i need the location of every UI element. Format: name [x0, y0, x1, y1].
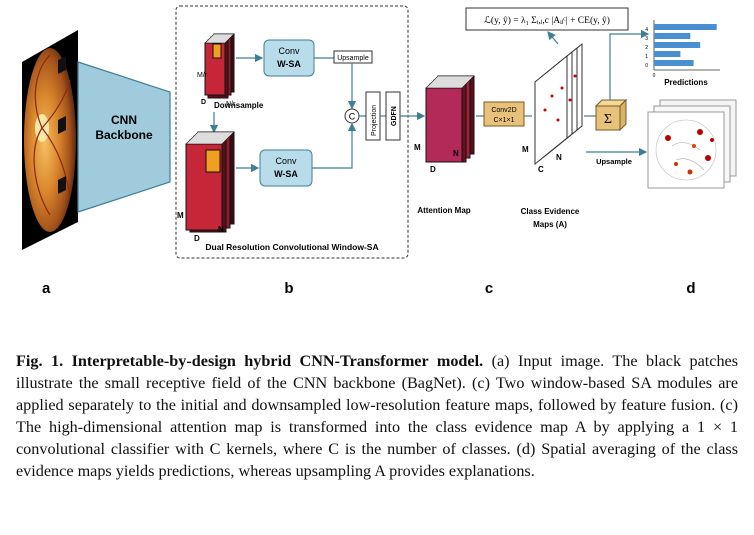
dim-m-small: M/r — [197, 72, 208, 79]
class-evidence-stack — [534, 42, 583, 166]
evidence-dim-n: N — [556, 153, 562, 162]
downsample-label: Downsample — [214, 101, 264, 110]
conv-wsa-bottom-label-2: W-SA — [274, 169, 298, 179]
bar-tick-4: 4 — [645, 27, 648, 33]
conv-wsa-top-label-2: W-SA — [277, 59, 301, 69]
bar-tick-2: 2 — [645, 45, 648, 51]
prediction-bar — [654, 42, 701, 48]
panel-letter-a: a — [42, 280, 51, 297]
conv2d-block — [483, 101, 525, 127]
attn-dim-d: D — [430, 165, 436, 174]
panel-letter-c: c — [485, 280, 493, 297]
loss-formula: ℒ(y, ŷ) = λ₁ Σᵢ,ⱼ,c |Aᵢⱼᶜ| + CE(y, ŷ) — [484, 15, 610, 26]
attn-dim-m: M — [414, 143, 421, 152]
sum-symbol: Σ — [604, 112, 612, 127]
prediction-bar — [654, 33, 691, 39]
caption-title: Interpretable-by-design hybrid CNN-Trans… — [71, 352, 484, 370]
evidence-label-1: Class Evidence — [521, 207, 580, 216]
panel-letter-b: b — [284, 280, 293, 297]
dim-n-large: N — [218, 225, 224, 234]
attention-map-stack — [425, 75, 475, 163]
bar-tick-3: 3 — [645, 36, 648, 42]
panel-letter-d: d — [686, 280, 695, 297]
conv2d-label-1: Conv2D — [491, 107, 516, 114]
dim-d-small: D — [201, 99, 206, 106]
evidence-label-2: Maps (A) — [533, 220, 567, 229]
prediction-bar — [654, 51, 681, 57]
attention-map-label: Attention Map — [417, 206, 470, 215]
dual-resolution-title: Dual Resolution Convolutional Window-SA — [205, 242, 378, 252]
architecture-figure: a CNN Backbone Dual Resolution Convoluti… — [22, 5, 737, 297]
predictions-bar-chart: 4 3 2 1 0 0 — [645, 20, 720, 79]
upsample-label-b: Upsample — [337, 55, 369, 62]
upsample-label-c: Upsample — [596, 157, 632, 166]
downsampled-feature-stack — [204, 33, 235, 99]
caption-text: (a) Input image. The black patches illus… — [16, 352, 739, 480]
dual-resolution-box — [175, 5, 409, 259]
evidence-dim-m: M — [522, 145, 529, 154]
receptive-patch-1 — [58, 56, 66, 74]
backbone-label-2: Backbone — [95, 128, 153, 142]
receptive-patch-2 — [58, 116, 66, 134]
gdfn-label: GDFN — [391, 106, 398, 126]
conv-wsa-top-label-1: Conv — [278, 46, 300, 56]
bar-tick-1: 1 — [645, 54, 648, 60]
full-resolution-feature-stack — [185, 131, 235, 233]
attn-dim-n: N — [453, 149, 459, 158]
upsample-box-b — [333, 50, 373, 64]
receptive-patch-3 — [58, 176, 66, 194]
evidence-dim-c: C — [538, 165, 544, 174]
projection-label: Projection — [371, 105, 378, 136]
explanation-map-stack — [647, 99, 737, 189]
prediction-bar — [654, 24, 717, 30]
backbone-label-1: CNN — [111, 113, 137, 127]
concat-label: C — [349, 112, 356, 122]
bar-axis-zero: 0 — [653, 73, 656, 79]
figure-caption: Fig. 1. Interpretable-by-design hybrid C… — [16, 350, 738, 482]
bar-tick-0: 0 — [645, 63, 648, 69]
cnn-backbone-block: CNN Backbone — [77, 61, 171, 213]
prediction-bar — [654, 60, 694, 66]
loss-formula-box — [465, 7, 629, 31]
dim-d-large: D — [194, 234, 200, 243]
fundus-image — [22, 30, 78, 250]
conv2d-label-2: C×1×1 — [493, 117, 514, 124]
predictions-label: Predictions — [664, 78, 708, 87]
dim-m-large: M — [177, 211, 184, 220]
conv-wsa-bottom-label-1: Conv — [275, 156, 297, 166]
dim-n-small: N/r — [226, 101, 236, 108]
sum-cube: Σ — [594, 98, 628, 132]
caption-fig-label: Fig. 1. — [16, 352, 64, 370]
